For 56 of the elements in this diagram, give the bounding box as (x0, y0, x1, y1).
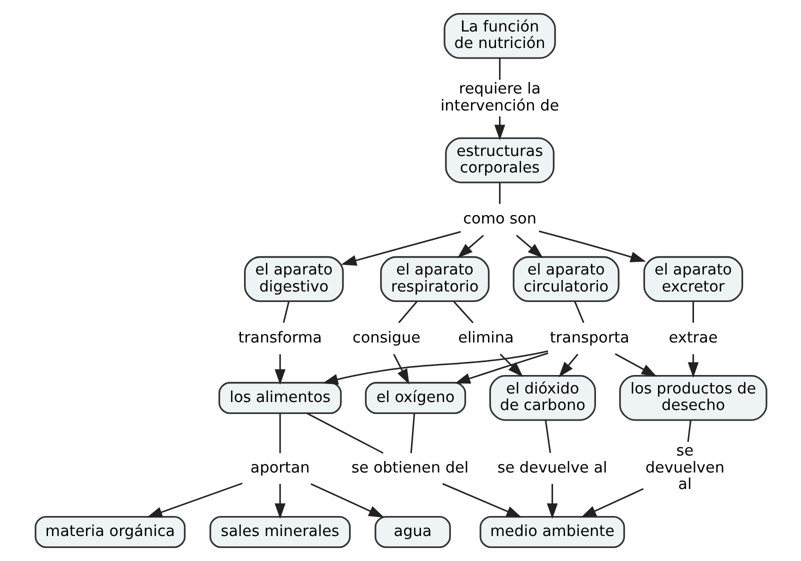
arrow (499, 354, 523, 378)
arrow (558, 354, 578, 378)
node-text: se obtienen del (350, 458, 468, 476)
node-text: requiere la intervención de (440, 80, 559, 114)
node-box: el aparato circulatorio (512, 256, 619, 302)
connector (306, 412, 383, 454)
arrow (442, 483, 522, 518)
node-box: el aparato digestivo (244, 256, 344, 302)
node-box: el aparato respiratorio (380, 256, 490, 302)
node-box: los alimentos (218, 382, 342, 414)
arrow (310, 483, 384, 518)
connector (398, 301, 417, 324)
node-text: elimina (458, 328, 514, 346)
connector (574, 301, 584, 324)
arrow (392, 354, 409, 385)
connector (686, 420, 691, 442)
node-box: medio ambiente (479, 516, 624, 548)
node-text: extrae (668, 328, 718, 346)
node-box: agua (374, 516, 450, 548)
node-box: materia orgánica (34, 516, 186, 548)
node-box: estructuras corporales (444, 137, 554, 184)
connector (692, 302, 694, 323)
node-text: aportan (250, 458, 310, 476)
arrow (546, 484, 558, 519)
arrow (340, 231, 460, 266)
connector (544, 420, 551, 453)
arrow (538, 230, 646, 262)
arrow (146, 482, 242, 518)
node-text: transforma (238, 328, 322, 346)
node-text: se devuelven al (644, 442, 724, 493)
node-box: el dióxido de carbono (488, 375, 596, 421)
node-box: el aparato excretor (642, 256, 743, 302)
arrow (687, 354, 698, 378)
node-box: el oxígeno (364, 382, 466, 414)
connector (498, 182, 500, 204)
arrow (274, 354, 286, 385)
node-text: consigue (352, 328, 420, 346)
node-box: sales minerales (208, 516, 350, 548)
arrow (580, 488, 644, 518)
node-text: transporta (549, 328, 629, 346)
arrow (456, 234, 484, 258)
connector (410, 414, 415, 454)
connector (282, 301, 290, 323)
connector (452, 301, 474, 324)
connector (498, 58, 500, 80)
arrow (322, 350, 548, 385)
arrow (614, 353, 657, 377)
arrow (516, 234, 543, 258)
node-text: se devuelve al (496, 458, 607, 476)
arrow (454, 352, 548, 384)
node-text: como son (462, 210, 536, 228)
connector (278, 414, 280, 454)
node-box: los productos de desecho (618, 375, 767, 421)
arrow (274, 484, 286, 519)
node-box: La función de nutrición (443, 13, 556, 59)
arrow (494, 116, 505, 140)
